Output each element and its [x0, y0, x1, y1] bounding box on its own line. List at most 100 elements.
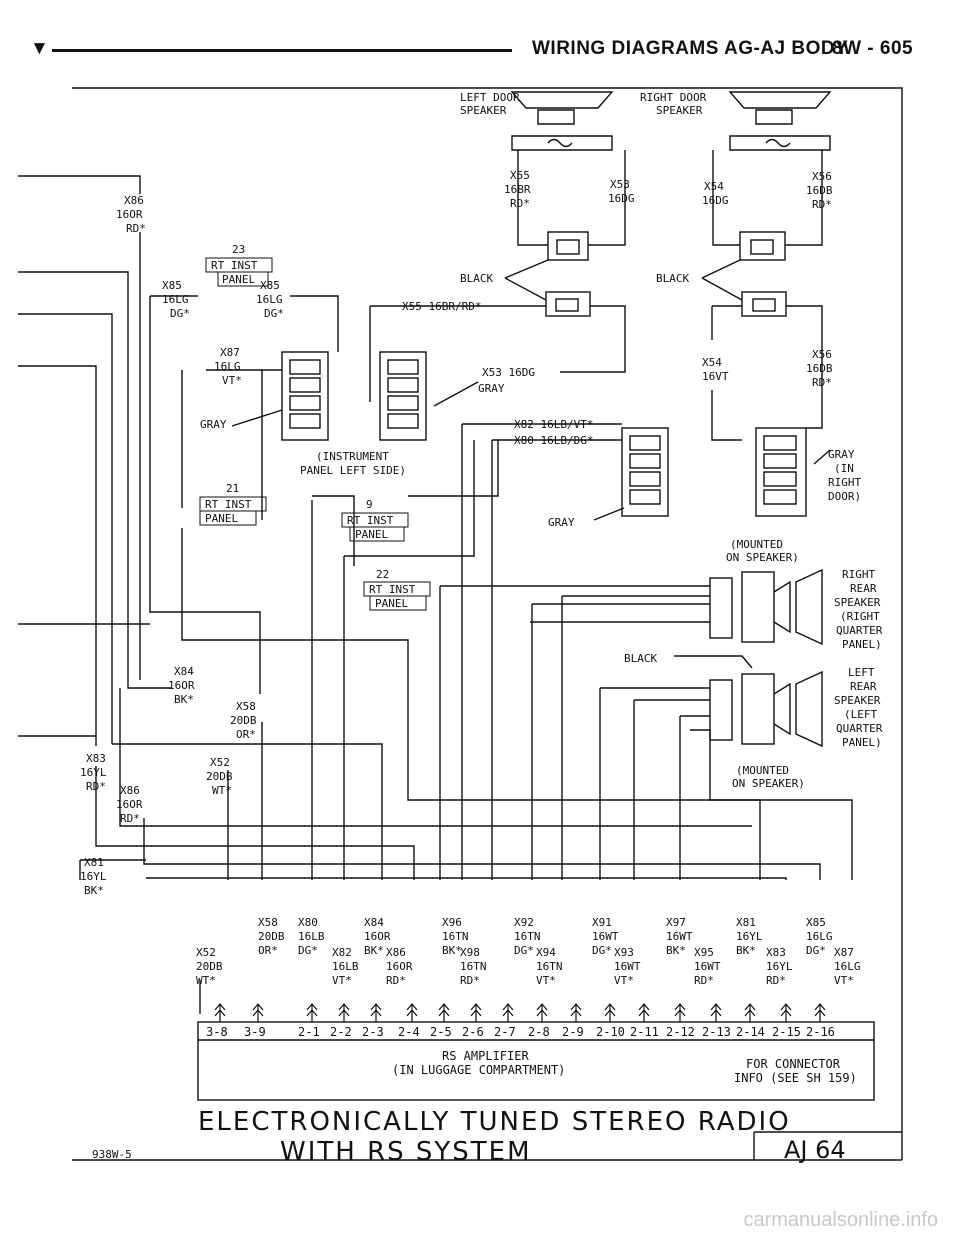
bottom-wire-x96-line2: 16TN: [442, 930, 469, 943]
pin-label-2-12: 2-12: [666, 1025, 695, 1039]
bottom-wire-x80-line3: DG*: [298, 944, 318, 957]
bottom-wire-x96-line3: BK*: [442, 944, 462, 957]
left-rear-label-3: SPEAKER: [834, 694, 881, 707]
x85-right-label-2: 16LG: [256, 293, 283, 306]
bottom-wire-x87-line3: VT*: [834, 974, 854, 987]
pin-label-2-7: 2-7: [494, 1025, 516, 1039]
x53-label-1: X53: [610, 178, 630, 191]
diagram-title-line2: WITH RS SYSTEM: [280, 1137, 532, 1167]
splice-22-line2: PANEL: [375, 597, 408, 610]
pin-label-2-9: 2-9: [562, 1025, 584, 1039]
bottom-wire-x91-line1: X91: [592, 916, 612, 929]
black-label-2: BLACK: [656, 272, 689, 285]
x56-label-1: X56: [812, 170, 832, 183]
pin-2-16: 2-16: [806, 1003, 835, 1039]
x58-label-1: X58: [236, 700, 256, 713]
bottom-wire-x86-line1: X86: [386, 946, 406, 959]
pin-2-12: 2-12: [666, 1003, 695, 1039]
left-door-speaker-label-1: LEFT DOOR: [460, 91, 520, 104]
right-rear-label-3: SPEAKER: [834, 596, 881, 609]
pin-2-4: 2-4: [398, 1003, 420, 1039]
x85-left-label-1: X85: [162, 279, 182, 292]
bottom-wire-x83-line3: RD*: [766, 974, 786, 987]
mounted-label-2b: ON SPEAKER): [732, 777, 805, 790]
bottom-wire-x83-line1: X83: [766, 946, 786, 959]
gray-right-door-label-4: DOOR): [828, 490, 861, 503]
splice-9-line2: PANEL: [355, 528, 388, 541]
bottom-wire-x81-line2: 16YL: [736, 930, 763, 943]
black-label-1: BLACK: [460, 272, 493, 285]
gray-right-door-label-1: GRAY: [828, 448, 855, 461]
diagram-title-line1: ELECTRONICALLY TUNED STEREO RADIO: [198, 1107, 791, 1137]
x56b-label-2: 16DB: [806, 362, 833, 375]
pin-2-13: 2-13: [702, 1003, 731, 1039]
x83-label-1: X83: [86, 752, 106, 765]
diagram-code: 938W-5: [92, 1148, 132, 1161]
gray-label-1: GRAY: [200, 418, 227, 431]
pin-3-8: 3-8: [206, 1003, 228, 1039]
bottom-wire-x94-line1: X94: [536, 946, 556, 959]
bottom-wire-x87-line1: X87: [834, 946, 854, 959]
bottom-wire-x85-line3: DG*: [806, 944, 826, 957]
splice-23: 23 RT INST PANEL: [205, 243, 273, 287]
splice-23-line2: PANEL: [222, 273, 255, 286]
connector-note-2: INFO (SEE SH 159): [734, 1071, 857, 1085]
bottom-wire-x82-line2: 16LB: [332, 960, 359, 973]
connector-note-1: FOR CONNECTOR: [746, 1057, 841, 1071]
bottom-wire-x58-line2: 20DB: [258, 930, 285, 943]
x85-right-label-3: DG*: [264, 307, 284, 320]
bottom-wire-x98-line3: RD*: [460, 974, 480, 987]
right-door-speaker-label-2: SPEAKER: [656, 104, 703, 117]
pin-3-9: 3-9: [244, 1003, 266, 1039]
splice-22-number: 22: [376, 568, 389, 581]
header-rule: [52, 49, 512, 52]
bottom-wire-x93-line3: VT*: [614, 974, 634, 987]
bottom-wire-x52-line2: 20DB: [196, 960, 223, 973]
splice-21-line2: PANEL: [205, 512, 238, 525]
bottom-wire-x81-line3: BK*: [736, 944, 756, 957]
x81-label-1: X81: [84, 856, 104, 869]
watermark: carmanualsonline.info: [743, 1209, 938, 1231]
x55-run-label: X55 16BR/RD*: [402, 300, 481, 313]
pin-label-2-14: 2-14: [736, 1025, 765, 1039]
x81-label-2: 16YL: [80, 870, 107, 883]
pin-2-8: 2-8: [528, 1003, 550, 1039]
x82-run-label: X82 16LB/VT*: [514, 418, 593, 431]
splice-22: 22 RT INST PANEL: [363, 568, 431, 611]
bottom-wire-x84-line3: BK*: [364, 944, 384, 957]
x54b-label-1: X54: [702, 356, 722, 369]
left-rear-label-6: PANEL): [842, 736, 882, 749]
page-number: 8W - 605: [832, 38, 914, 59]
pin-2-2: 2-2: [330, 1003, 352, 1039]
x55-label-1: X55: [510, 169, 530, 182]
bottom-wire-x86-line3: RD*: [386, 974, 406, 987]
header-title: WIRING DIAGRAMS AG-AJ BODY: [532, 38, 849, 59]
pin-label-2-13: 2-13: [702, 1025, 731, 1039]
bottom-wire-x82-line3: VT*: [332, 974, 352, 987]
pin-label-2-8: 2-8: [528, 1025, 550, 1039]
x81-label-3: BK*: [84, 884, 104, 897]
pin-2-10: 2-10: [596, 1003, 625, 1039]
x55-label-2: 16BR: [504, 183, 531, 196]
pin-label-3-9: 3-9: [244, 1025, 266, 1039]
bottom-wire-x93-line2: 16WT: [614, 960, 641, 973]
x56-label-3: RD*: [812, 198, 832, 211]
x53-run-label: X53 16DG: [482, 366, 535, 379]
splice-boxes: 23 RT INST PANEL 21 RT INST PANEL 9 RT I…: [199, 243, 431, 611]
pin-label-2-10: 2-10: [596, 1025, 625, 1039]
bottom-wire-x91-line2: 16WT: [592, 930, 619, 943]
bottom-wire-x80-line1: X80: [298, 916, 318, 929]
right-rear-label-1: RIGHT: [842, 568, 875, 581]
bottom-wire-x85-line1: X85: [806, 916, 826, 929]
bottom-wire-x85-line2: 16LG: [806, 930, 833, 943]
bottom-wire-x92-line2: 16TN: [514, 930, 541, 943]
x55-label-3: RD*: [510, 197, 530, 210]
pin-label-2-6: 2-6: [462, 1025, 484, 1039]
bottom-wire-x95-line1: X95: [694, 946, 714, 959]
gray-label-3: GRAY: [548, 516, 575, 529]
sheet-code: AJ 64: [784, 1136, 846, 1164]
pin-label-2-3: 2-3: [362, 1025, 384, 1039]
pin-2-3: 2-3: [362, 1003, 384, 1039]
